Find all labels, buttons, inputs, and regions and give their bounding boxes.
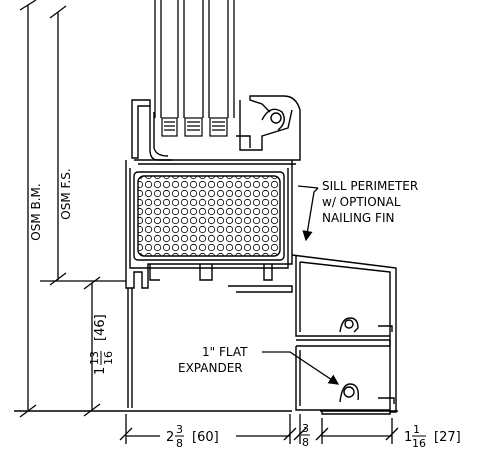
osm-fs-label: OSM F.S. [59,168,73,219]
leader-lines [262,185,340,385]
bottom-mid-dim-den: 8 [302,436,309,449]
flat-expander [321,383,395,415]
bottom-right-dim-whole: 1 [404,430,412,445]
bottom-left-dimension-label: 2 3 8 [60] [166,423,219,450]
osm-fs-text: OSM F.S. [59,168,73,219]
bottom-mid-dim-num: 3 [302,422,309,435]
bottom-right-dim-metric: [27] [434,430,461,445]
bottom-mid-dimension-label: 3 8 [301,422,310,449]
bottom-left-dim-num: 3 [176,423,183,436]
osm-bm-label: OSM B.M. [29,183,43,240]
vertical-dimension-label: 1 13 16 [46] [88,314,115,375]
sill-perimeter [228,254,397,413]
sash-frame [131,95,301,165]
bottom-right-dimension-label: 1 1 16 [27] [404,423,461,450]
osm-bm-text: OSM B.M. [29,183,43,240]
expander-label: 1" FLAT EXPANDER [178,345,248,375]
osm-dimension-lines [19,0,126,418]
vertical-dim-whole: 1 [93,367,108,375]
bottom-left-dim-den: 8 [176,437,183,450]
foam-insulation [137,175,281,257]
vertical-dim-num: 13 [88,351,101,365]
glazing-panes [154,0,235,118]
bottom-left-dim-metric: [60] [192,430,219,445]
main-frame [125,160,293,408]
sill-label-line1: SILL PERIMETER [322,179,418,193]
vertical-dim-den: 16 [102,351,115,365]
expander-label-line2: EXPANDER [178,361,243,375]
bottom-dimension-lines [119,414,399,444]
expander-label-line1: 1" FLAT [202,345,248,359]
sill-label-line3: NAILING FIN [322,211,394,225]
bottom-left-dim-whole: 2 [166,430,174,445]
vertical-dim-metric: [46] [93,314,108,341]
bottom-right-dim-den: 16 [412,437,426,450]
sill-perimeter-label: SILL PERIMETER w/ OPTIONAL NAILING FIN [322,179,418,225]
glass-spacers [161,117,228,137]
sill-label-line2: w/ OPTIONAL [322,195,401,209]
bottom-right-dim-num: 1 [413,423,420,436]
